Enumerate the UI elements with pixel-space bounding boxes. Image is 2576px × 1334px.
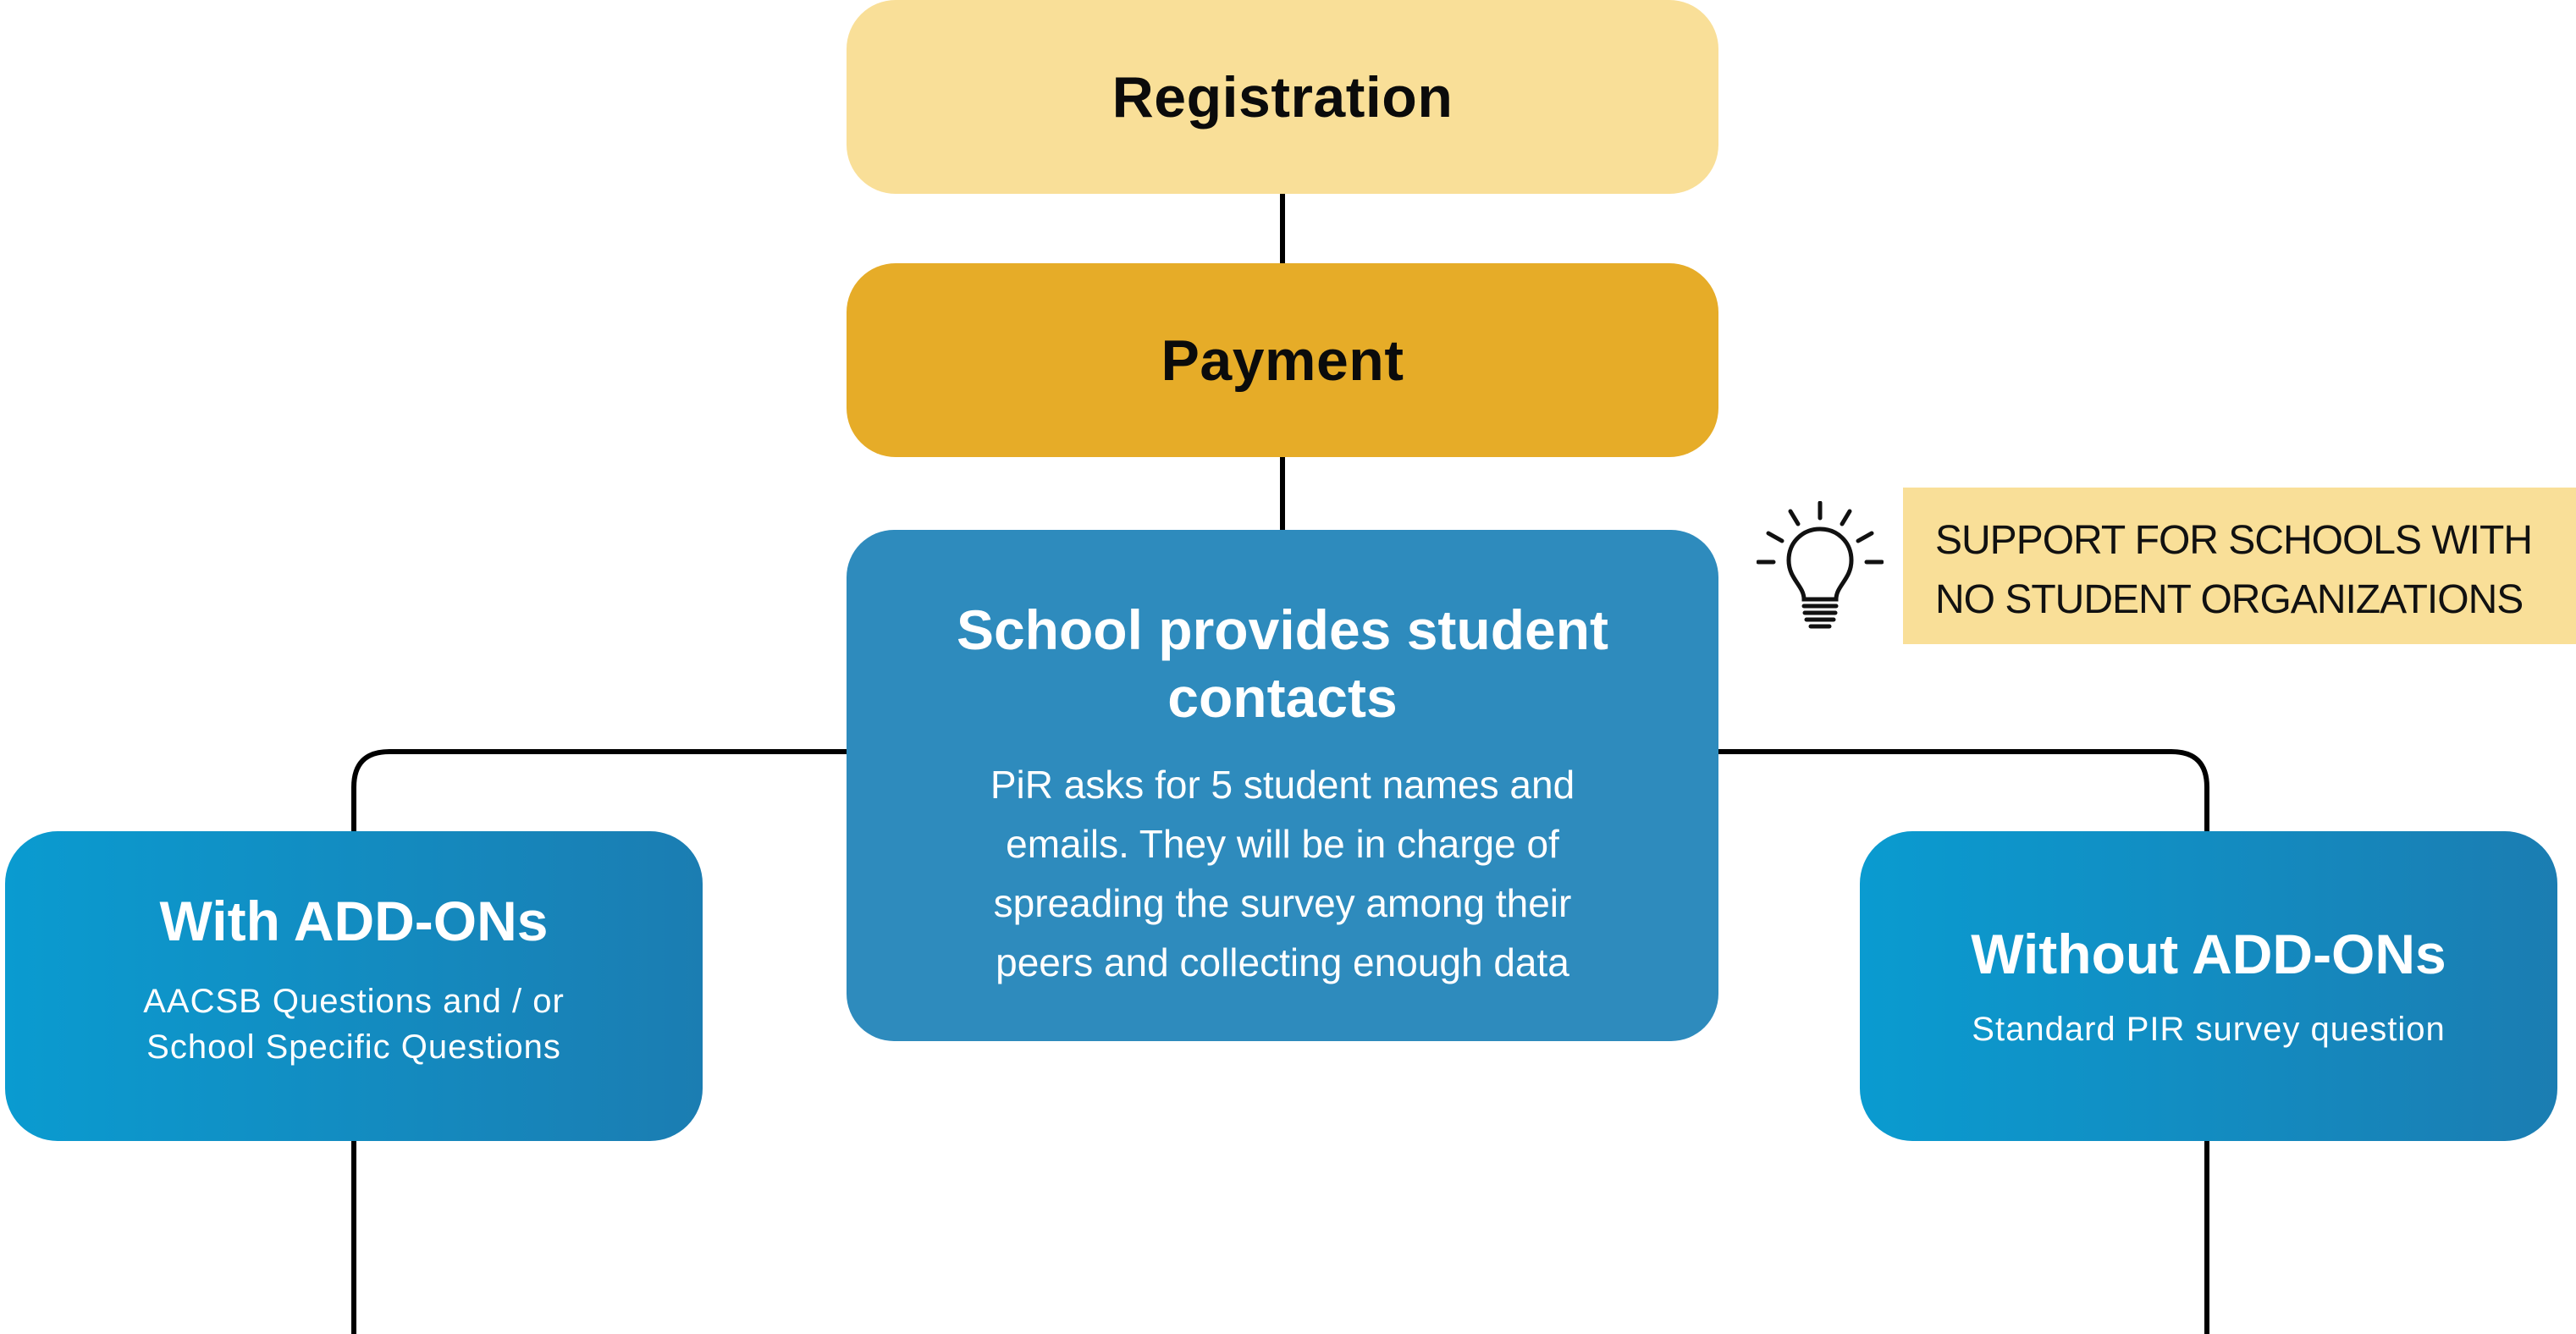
connector-center-right-branch bbox=[1718, 749, 2209, 831]
without-addons-node: Without ADD-ONs Standard PIR survey ques… bbox=[1860, 831, 2557, 1141]
with-addons-title: With ADD-ONs bbox=[159, 890, 549, 952]
student-contacts-node: School provides student contacts PiR ask… bbox=[847, 530, 1718, 1041]
callout-line-2: NO STUDENT ORGANIZATIONS bbox=[1935, 577, 2524, 622]
with-addons-node: With ADD-ONs AACSB Questions and / or Sc… bbox=[5, 831, 703, 1141]
registration-label: Registration bbox=[1111, 64, 1453, 130]
without-addons-subtitle: Standard PIR survey question bbox=[1972, 1011, 2446, 1048]
payment-label: Payment bbox=[1161, 328, 1404, 393]
without-addons-title: Without ADD-ONs bbox=[1971, 923, 2446, 985]
payment-node: Payment bbox=[847, 263, 1718, 457]
student-contacts-title: School provides student contacts bbox=[956, 598, 1609, 729]
callout-line-1: SUPPORT FOR SCHOOLS WITH bbox=[1935, 518, 2533, 563]
support-callout: SUPPORT FOR SCHOOLS WITH NO STUDENT ORGA… bbox=[1903, 488, 2576, 644]
connector-center-left-branch bbox=[351, 749, 847, 831]
lightbulb-icon bbox=[1757, 501, 1884, 629]
registration-node: Registration bbox=[847, 0, 1718, 194]
with-addons-subtitle: AACSB Questions and / or School Specific… bbox=[143, 983, 565, 1066]
student-contacts-description: PiR asks for 5 student names and emails.… bbox=[990, 763, 1575, 984]
